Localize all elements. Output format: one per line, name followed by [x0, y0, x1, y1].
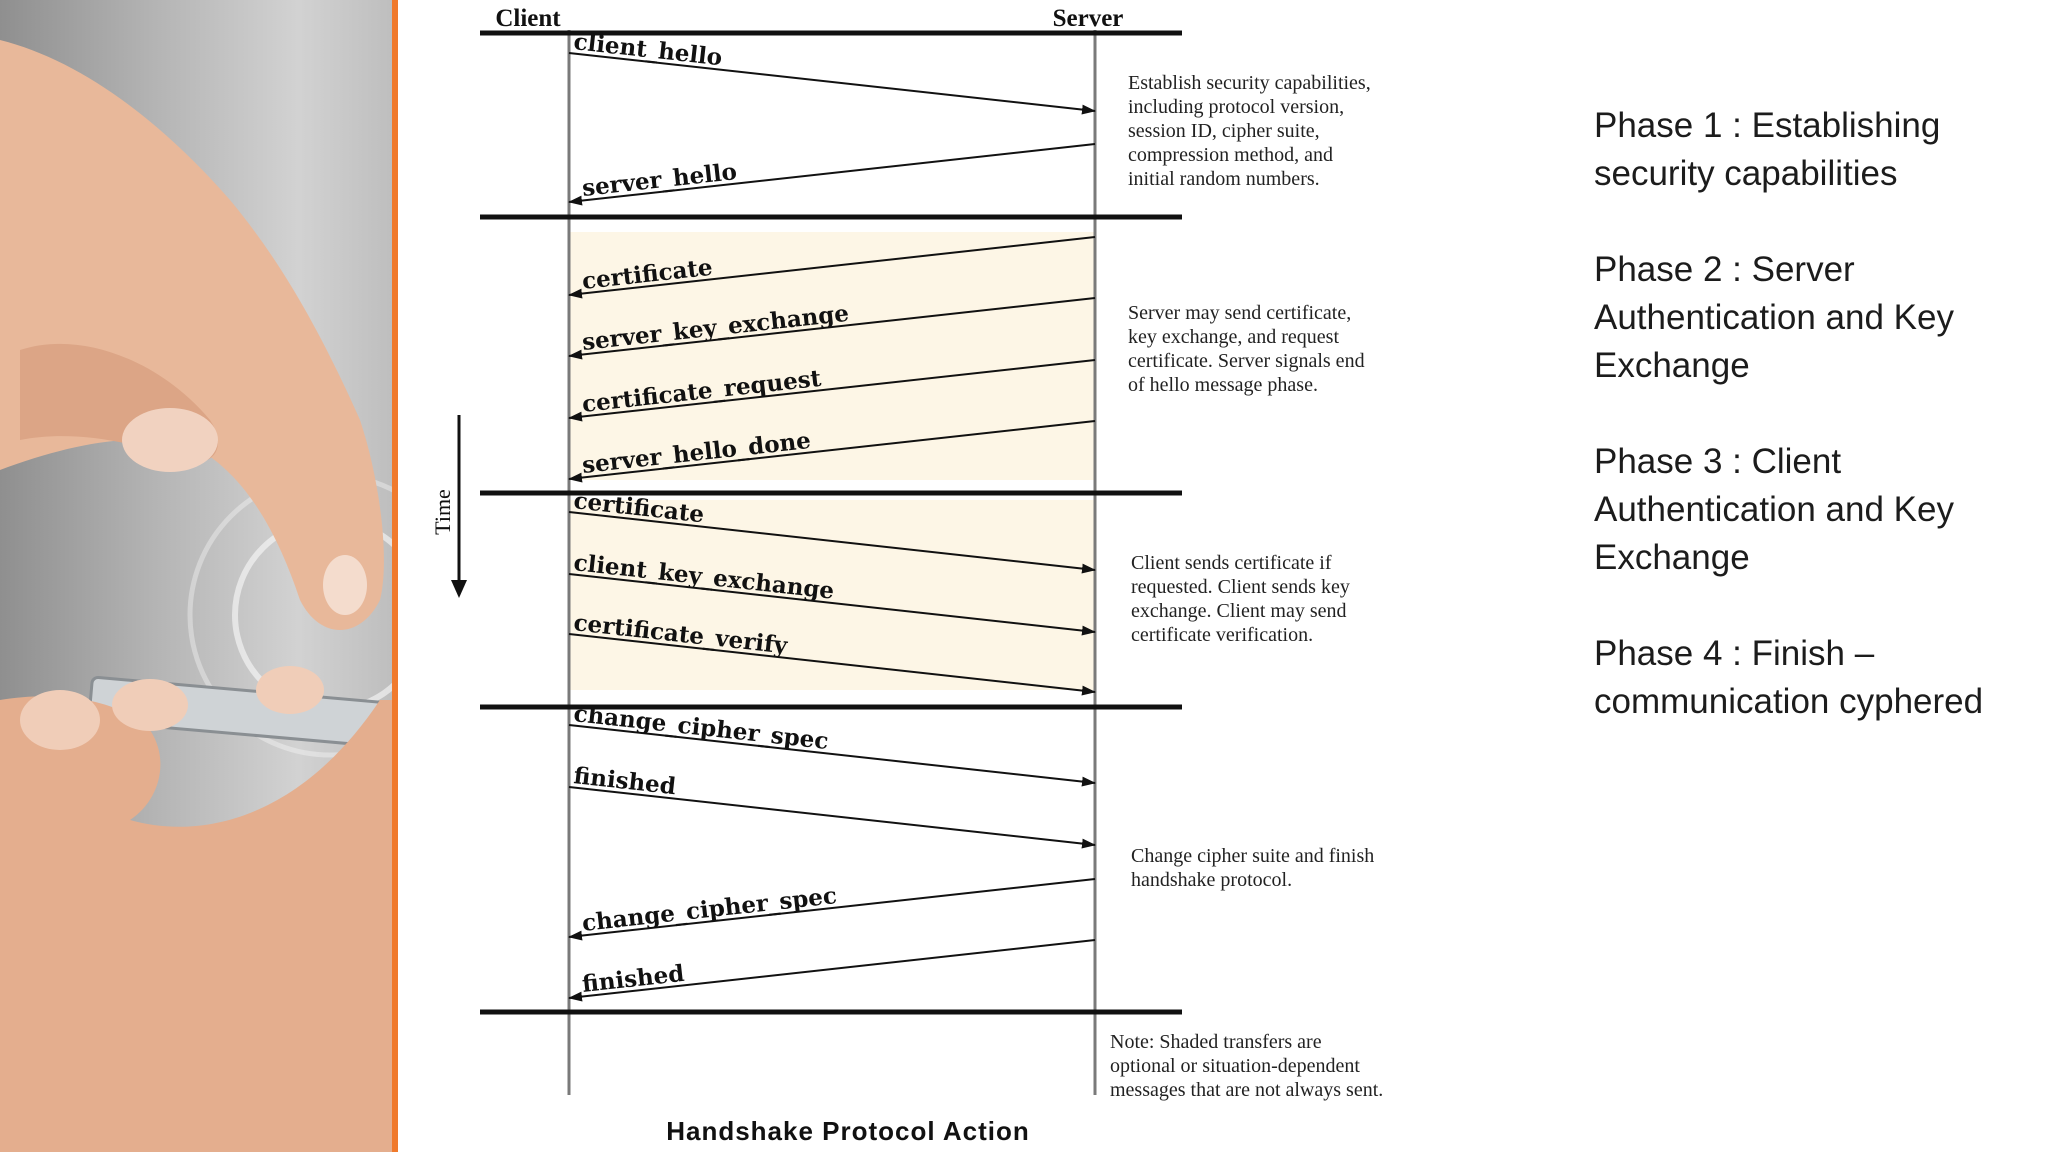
- phase-list: Phase 1 : Establishing security capabili…: [1594, 102, 2014, 774]
- phase-2: Phase 2 : Server Authentication and Key …: [1594, 250, 1954, 385]
- hands-phone-photo: [0, 0, 398, 1152]
- message-arrow: [568, 786, 1096, 849]
- note-line: optional or situation-dependent: [1110, 1055, 1360, 1077]
- phase-3: Phase 3 : Client Authentication and Key …: [1594, 442, 1954, 577]
- note-line: messages that are not always sent.: [1110, 1079, 1383, 1101]
- note-line: session ID, cipher suite,: [1128, 120, 1320, 142]
- message-arrow: [568, 878, 1096, 941]
- diagram-caption: Handshake Protocol Action: [666, 1116, 1030, 1146]
- time-label: Time: [430, 489, 455, 535]
- note-line: Server may send certificate,: [1128, 302, 1351, 324]
- message-label: server_hello: [581, 158, 739, 202]
- lifelines: [567, 30, 1097, 1095]
- message-label: change_cipher_spec: [581, 882, 838, 937]
- server-label: Server: [1053, 5, 1124, 32]
- message-label: finished: [572, 762, 677, 800]
- note-line: of hello message phase.: [1128, 374, 1318, 396]
- message-2: server_hello: [568, 143, 1096, 206]
- note-line: handshake protocol.: [1131, 869, 1292, 891]
- message-12: change_cipher_spec: [568, 878, 1096, 941]
- optional-shading: [569, 232, 1095, 690]
- note-line: Client sends certificate if: [1131, 552, 1332, 574]
- phase-4: Phase 4 : Finish – communication cyphere…: [1594, 634, 1984, 721]
- message-label: finished: [581, 960, 686, 998]
- note-line: Establish security capabilities,: [1128, 72, 1371, 94]
- note-line: certificate. Server signals end: [1128, 350, 1365, 372]
- time-axis: Time: [430, 415, 467, 598]
- message-arrow: [568, 143, 1096, 206]
- message-13: finished: [568, 939, 1096, 1002]
- message-arrow: [568, 573, 1096, 636]
- note-line: initial random numbers.: [1128, 168, 1320, 190]
- accent-stripe: [392, 0, 398, 1152]
- phase-separators: [480, 30, 1182, 1015]
- message-arrow: [568, 939, 1096, 1002]
- note-line: requested. Client sends key: [1131, 576, 1350, 598]
- note-line: certificate verification.: [1131, 624, 1313, 646]
- optional-shade-1: [569, 232, 1095, 480]
- message-arrow: [568, 52, 1096, 115]
- note-line: key exchange, and request: [1128, 326, 1339, 348]
- message-arrow: [568, 236, 1096, 299]
- handshake-diagram: client_helloserver_hellocertificateserve…: [430, 5, 1383, 1146]
- note-line: Change cipher suite and finish: [1131, 845, 1374, 867]
- optional-shade-2: [569, 500, 1095, 690]
- message-arrow: [568, 420, 1096, 483]
- note-line: including protocol version,: [1128, 96, 1344, 118]
- phase-notes: Establish security capabilities,includin…: [1110, 72, 1383, 1101]
- note-line: compression method, and: [1128, 144, 1333, 166]
- message-arrow: [568, 297, 1096, 360]
- note-line: Note: Shaded transfers are: [1110, 1031, 1322, 1053]
- client-label: Client: [495, 5, 561, 32]
- message-1: client_hello: [568, 28, 1096, 115]
- phase-1: Phase 1 : Establishing security capabili…: [1594, 106, 1941, 193]
- phase-note-1: Establish security capabilities,includin…: [1128, 72, 1371, 190]
- hands-illustration: [0, 40, 398, 1152]
- note-line: exchange. Client may send: [1131, 600, 1347, 622]
- message-arrow: [568, 724, 1096, 787]
- message-arrow: [568, 511, 1096, 574]
- message-arrow: [568, 633, 1096, 696]
- message-arrow: [568, 359, 1096, 422]
- phase-note-2: Server may send certificate,key exchange…: [1128, 302, 1365, 396]
